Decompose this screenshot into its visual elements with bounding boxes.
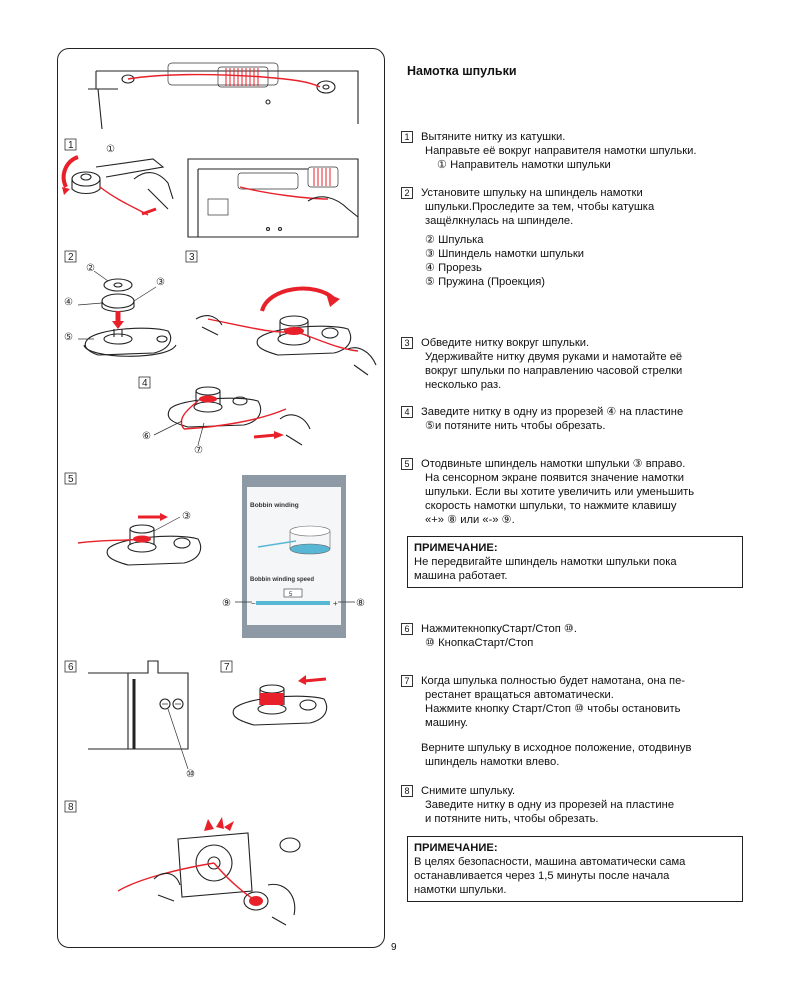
step-callout-text: ④ Прорезь [425,262,482,274]
step-number: 8 [401,785,413,797]
note-title: ПРИМЕЧАНИЕ: [414,542,498,554]
step-text: «+» ⑧ или «-» ⑨. [425,514,515,526]
callout-5: ⑤ [64,332,73,343]
fig-label-5: 5 [68,474,74,485]
step-6: 6 НажмитекнопкуСтарт/Стоп ⑩. ⑩ КнопкаСтар… [401,622,746,650]
screen-speed-value: 5 [289,592,293,598]
note-title: ПРИМЕЧАНИЕ: [414,842,498,854]
page-number: 9 [391,942,397,953]
step3-wind-illustration [195,286,377,376]
step8-remove-bobbin-illustration [117,817,301,926]
step-callout-text: ③ Шпиндель намотки шпульки [425,248,585,260]
step-number: 6 [401,623,413,635]
step-text: На сенсорном экране появится значение на… [425,472,685,484]
step6-start-stop-illustration [88,660,189,770]
screen-speed-label: Bobbin winding speed [250,577,314,583]
page-title: Намотка шпульки [407,64,517,78]
step-text: Установите шпульку на шпиндель намотки [421,187,643,199]
screen-title: Bobbin winding [250,502,299,509]
step-number: 2 [401,187,413,199]
step-text: Заведите нитку в одну из прорезей на пла… [425,799,675,811]
illustrations: 1 ① 2 ② ③ ④ ⑤ [61,62,377,926]
note-text: Не передвигайте шпиндель намотки шпульки… [414,556,677,568]
fig-label-2: 2 [68,252,74,263]
fig-label-4: 4 [142,378,148,389]
step-text: и потяните нить, чтобы обрезать. [425,813,599,825]
step-text: Заведите нитку в одну из прорезей ④ на п… [421,406,684,418]
callout-3: ③ [156,277,165,288]
step-text: вокруг шпульки по направлению часовой ст… [425,365,683,377]
speed-minus-key[interactable]: − [251,599,256,608]
machine-top-illustration [88,62,359,130]
note-text: намотки шпульки. [414,884,507,896]
step-text: Нажмите кнопку Старт/Стоп ⑩ чтобы остано… [425,703,681,715]
step-number: 1 [401,131,413,143]
step5-spindle-illustration [77,513,202,566]
fig-label-7: 7 [224,662,230,673]
step-text: ⑤и потяните нить чтобы обрезать. [425,420,606,432]
step-text: Верните шпульку в исходное положение, от… [421,742,692,754]
step-callout-text: ① Направитель намотки шпульки [437,159,611,171]
fig-label-8: 8 [68,802,74,813]
step-4: 4 Заведите нитку в одну из прорезей ④ на … [401,405,746,433]
step-text: Снимите шпульку. [421,785,516,797]
note-text: В целях безопасности, машина автоматичес… [414,856,686,868]
step-text: Удерживайте нитку двумя руками и намотай… [425,351,683,363]
illustration-panel: 1 ① 2 ② ③ ④ ⑤ [57,48,385,948]
callout-2: ② [86,263,95,274]
step-text: шпульки. Если вы хотите увеличить или ум… [425,486,695,498]
step-callout-text: ② Шпулька [425,234,484,246]
step-number: 3 [401,337,413,349]
callout-7: ⑦ [194,445,203,456]
step-8: 8 Снимите шпульку. Заведите нитку в одну … [401,784,746,826]
note-box: ПРИМЕЧАНИЕ: Не передвигайте шпиндель нам… [407,536,743,588]
fig-label-1: 1 [68,140,74,151]
step-7: 7 Когда шпулька полностью будет намотана,… [401,674,746,769]
step-1: 1 Вытяните нитку из катушки. Направьте её… [401,130,746,172]
step2-bobbin-illustration [77,270,177,357]
step-text: машину. [425,717,468,729]
step-text: шпиндель намотки влево. [425,756,560,768]
fig-label-6: 6 [68,662,74,673]
step-text: Обведите нитку вокруг шпульки. [421,337,590,349]
step-text: скорость намотки шпульки, то нажмите кла… [425,500,677,512]
note-text: останавливается через 1,5 минуты после н… [414,870,670,882]
callout-4: ④ [64,297,73,308]
callout-1: ① [106,144,115,155]
fig-label-3: 3 [189,252,195,263]
step-callout-text: ⑩ КнопкаСтарт/Стоп [425,637,534,649]
step7-full-bobbin-illustration [232,675,328,726]
step-callout-text: ⑤ Пружина (Проекция) [425,276,546,288]
speed-plus-key[interactable]: + [333,599,338,608]
bobbin-winding-screen: Bobbin winding Bobbin winding speed 5 − … [242,475,346,638]
step1-guide-illustration [61,155,174,216]
step-text: несколько раз. [425,379,502,391]
step-text: рестанет вращаться автоматически. [425,689,614,701]
step-number: 5 [401,458,413,470]
step-text: Когда шпулька полностью будет намотана, … [421,675,686,687]
step-text: защёлкнулась на шпинделе. [425,215,574,227]
callout-6: ⑥ [142,431,151,442]
step-5: 5 Отодвиньте шпиндель намотки шпульки ③ в… [401,457,746,527]
step-text: Вытяните нитку из катушки. [421,131,566,143]
step-number: 7 [401,675,413,687]
step-text: шпульки.Проследите за тем, чтобы катушка [425,201,655,213]
callout-10: ⑩ [186,769,195,780]
step1-machine-side-illustration [187,158,359,238]
step-text: НажмитекнопкуСтарт/Стоп ⑩. [421,623,578,635]
step-text: Направьте её вокруг направителя намотки … [425,145,697,157]
step-3: 3 Обведите нитку вокруг шпульки. Удержива… [401,336,746,392]
step4-slit-illustration [153,386,311,446]
callout-9: ⑨ [222,598,231,609]
note-box: ПРИМЕЧАНИЕ: В целях безопасности, машина… [407,836,743,902]
step-text: Отодвиньте шпиндель намотки шпульки ③ вп… [421,458,686,470]
callout-8: ⑧ [356,598,365,609]
step-number: 4 [401,406,413,418]
callout-3b: ③ [182,511,191,522]
note-text: машина работает. [414,570,508,582]
